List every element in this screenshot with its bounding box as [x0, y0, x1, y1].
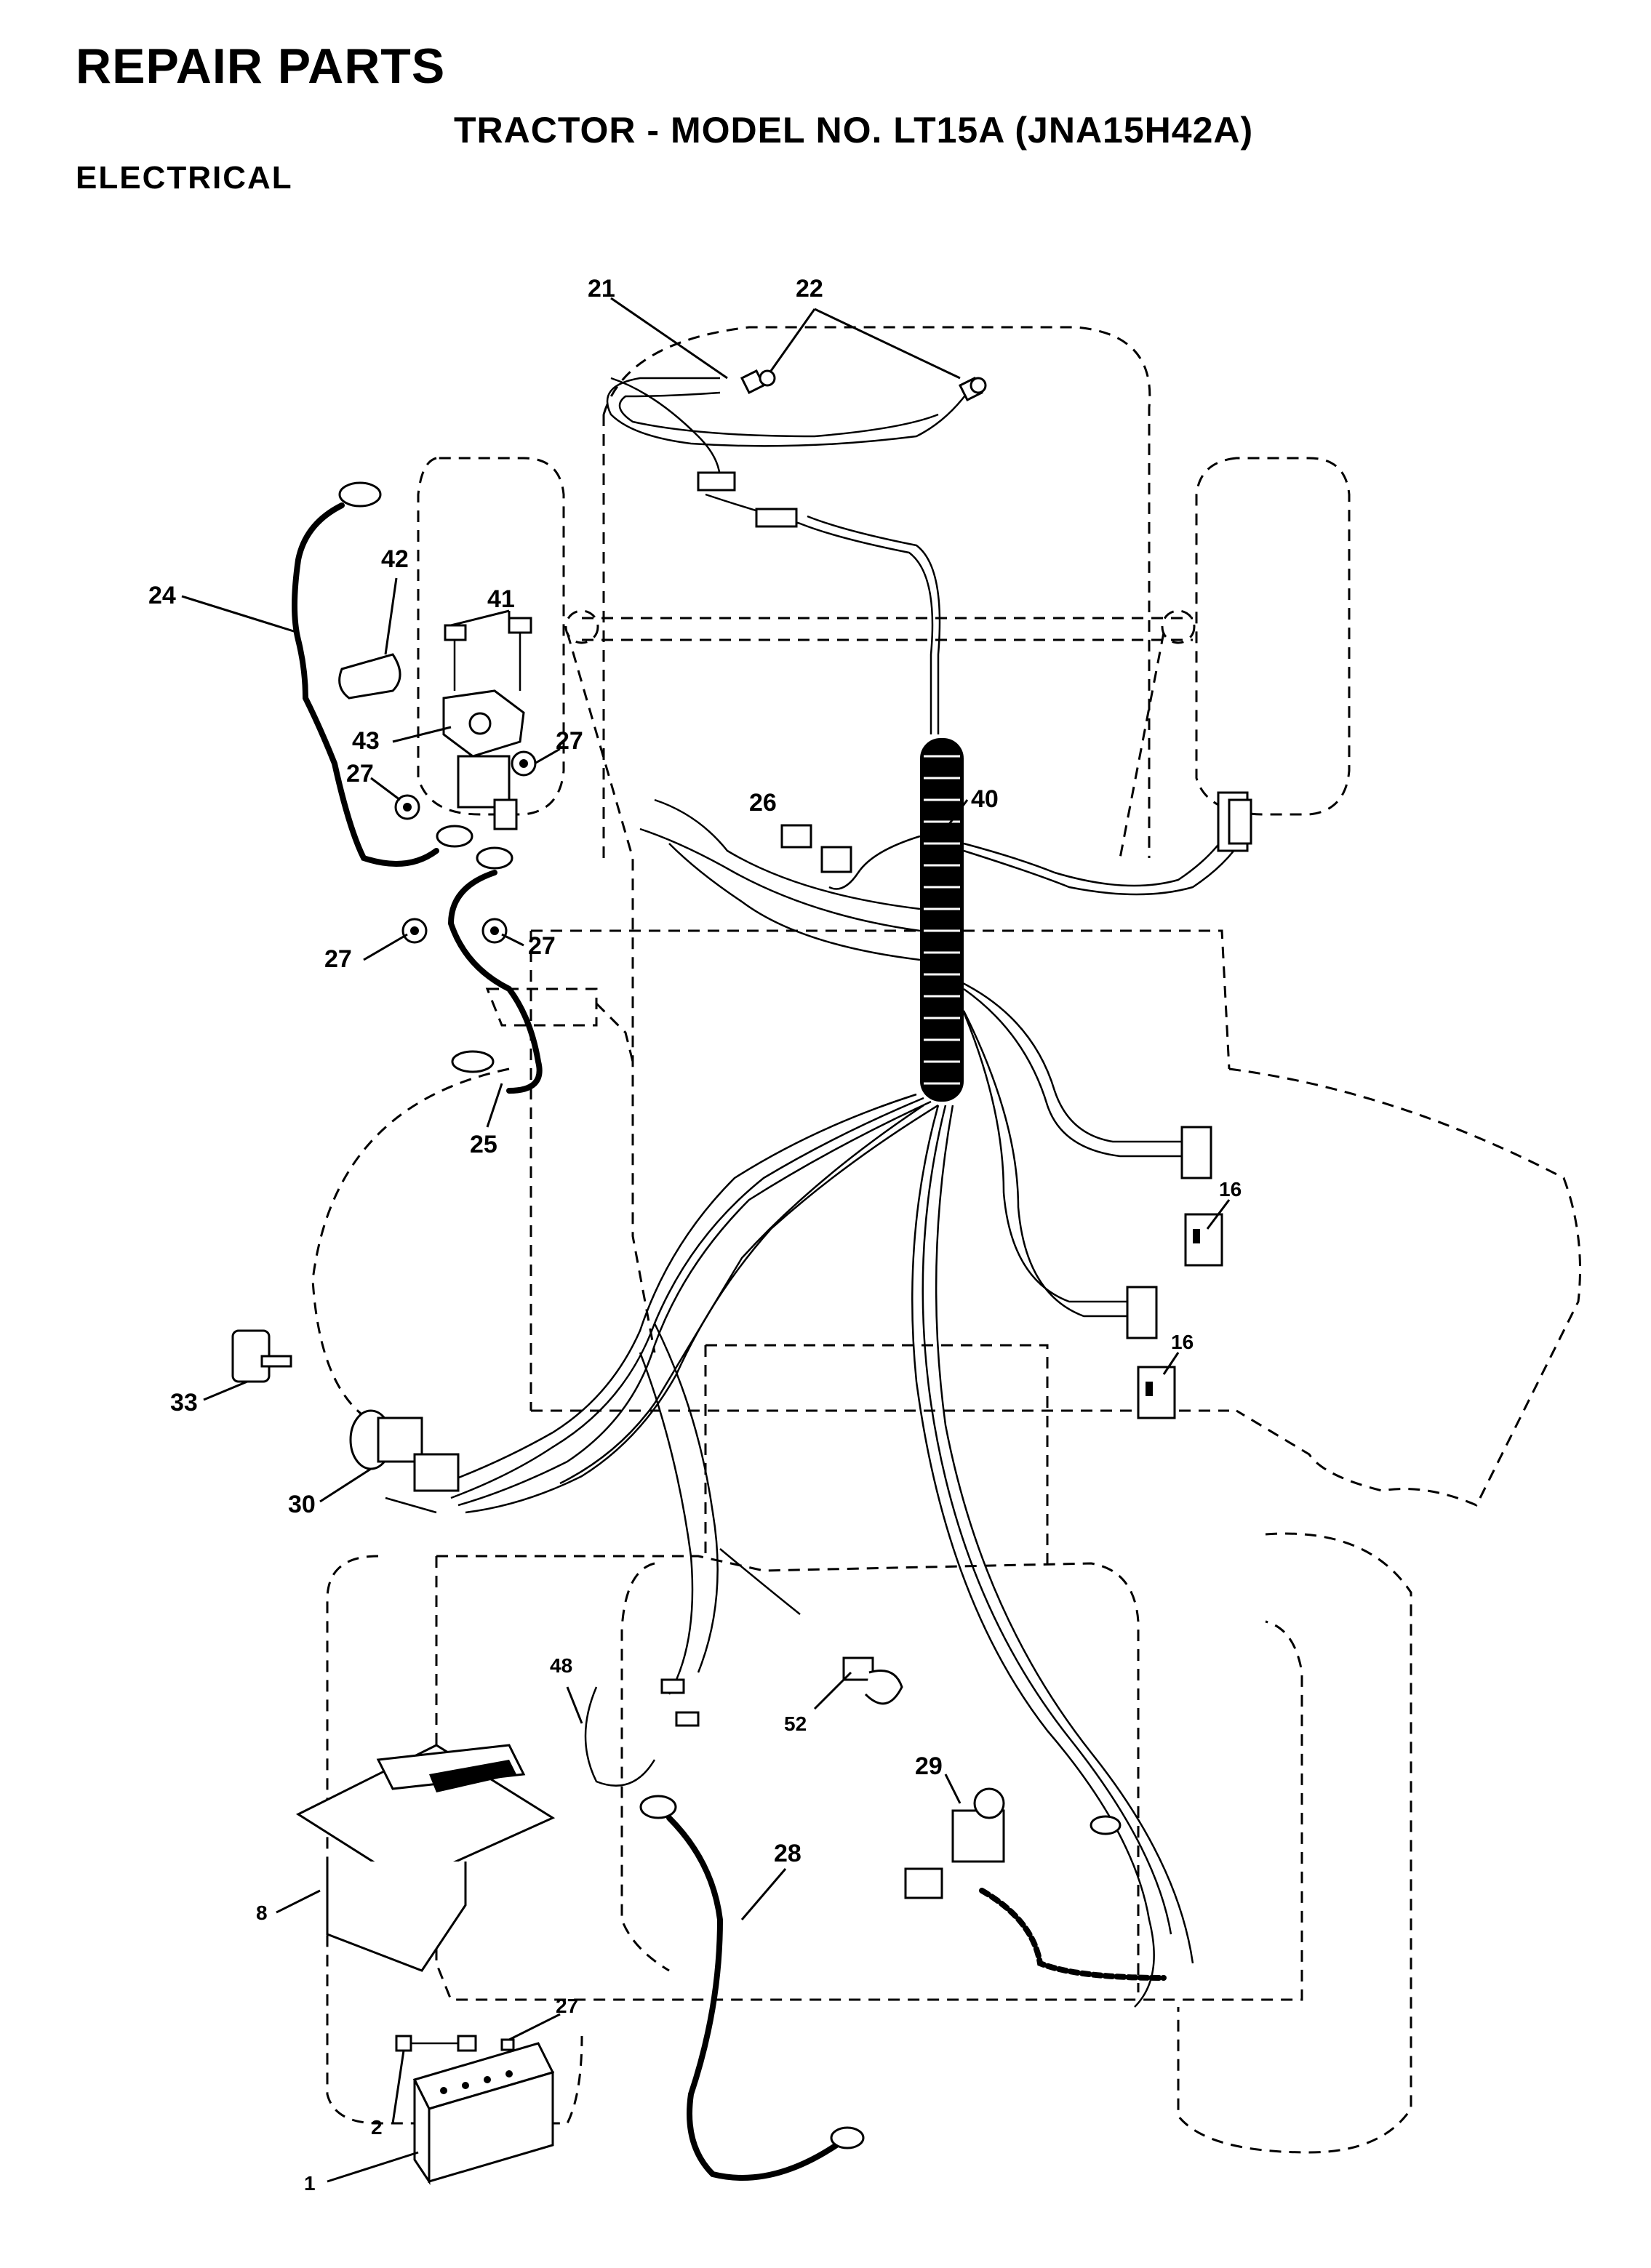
callout-27-b: 27: [556, 727, 583, 755]
battery-bolt-2: [395, 2035, 515, 2052]
callout-48: 48: [550, 1654, 572, 1677]
model-subtitle: TRACTOR - MODEL NO. LT15A (JNA15H42A): [454, 110, 1254, 151]
page-title: REPAIR PARTS: [76, 39, 446, 94]
ground-cable-28: [639, 1795, 865, 2181]
callout-33: 33: [170, 1389, 198, 1417]
callout-27-a: 27: [346, 760, 374, 788]
battery-cable-24: [292, 481, 473, 867]
callout-2: 2: [371, 2116, 383, 2139]
headlight-harness-21: [697, 369, 987, 528]
callout-21: 21: [588, 275, 615, 302]
callout-25: 25: [470, 1131, 497, 1158]
starter-solenoid-43: [442, 617, 532, 830]
leader-lines: [181, 297, 1231, 2183]
callout-16-upper: 16: [1219, 1178, 1242, 1201]
interlock-switch-16-lower: [1126, 1286, 1176, 1419]
callout-8: 8: [256, 1902, 268, 1924]
harness-conduit-40: [920, 738, 964, 1102]
callout-16-lower: 16: [1171, 1331, 1194, 1353]
connector-52: [842, 1656, 903, 1705]
main-wire-harness: [443, 377, 1252, 2008]
battery-cable-25: [447, 846, 543, 1094]
callout-42: 42: [381, 545, 409, 573]
callout-29: 29: [915, 1752, 943, 1780]
callout-30: 30: [288, 1491, 316, 1518]
callout-1: 1: [304, 2172, 316, 2195]
section-label: ELECTRICAL: [76, 160, 293, 196]
coiled-lead: [979, 1815, 1167, 1981]
battery-1: [412, 2042, 555, 2185]
callout-43: 43: [352, 727, 380, 755]
seat-switch-connector: [1217, 791, 1252, 852]
wire-lead-48: [584, 1678, 700, 1787]
switch-29: [904, 1787, 1005, 1899]
callout-27-d: 27: [528, 932, 556, 960]
callout-26: 26: [749, 789, 777, 817]
callout-27-e: 27: [556, 1995, 578, 2017]
interlock-switch-16-upper: [1180, 1126, 1223, 1267]
fuse-26: [780, 824, 852, 873]
callout-41: 41: [487, 585, 515, 613]
callout-24: 24: [148, 582, 176, 609]
nuts-27: [394, 750, 537, 944]
ignition-switch-30: [349, 1409, 460, 1514]
callout-52: 52: [784, 1712, 807, 1735]
callout-22: 22: [796, 275, 823, 302]
callout-labels: 21 22 24 42 41 43 27 27 27 27 26 40 25 1…: [148, 275, 1242, 2195]
ignition-key-33: [231, 1329, 292, 1383]
callout-40: 40: [971, 785, 999, 813]
battery-tray-8: [295, 1744, 556, 1972]
solenoid-boot-42: [338, 653, 401, 700]
callout-28: 28: [774, 1840, 801, 1867]
callout-27-c: 27: [324, 945, 352, 973]
